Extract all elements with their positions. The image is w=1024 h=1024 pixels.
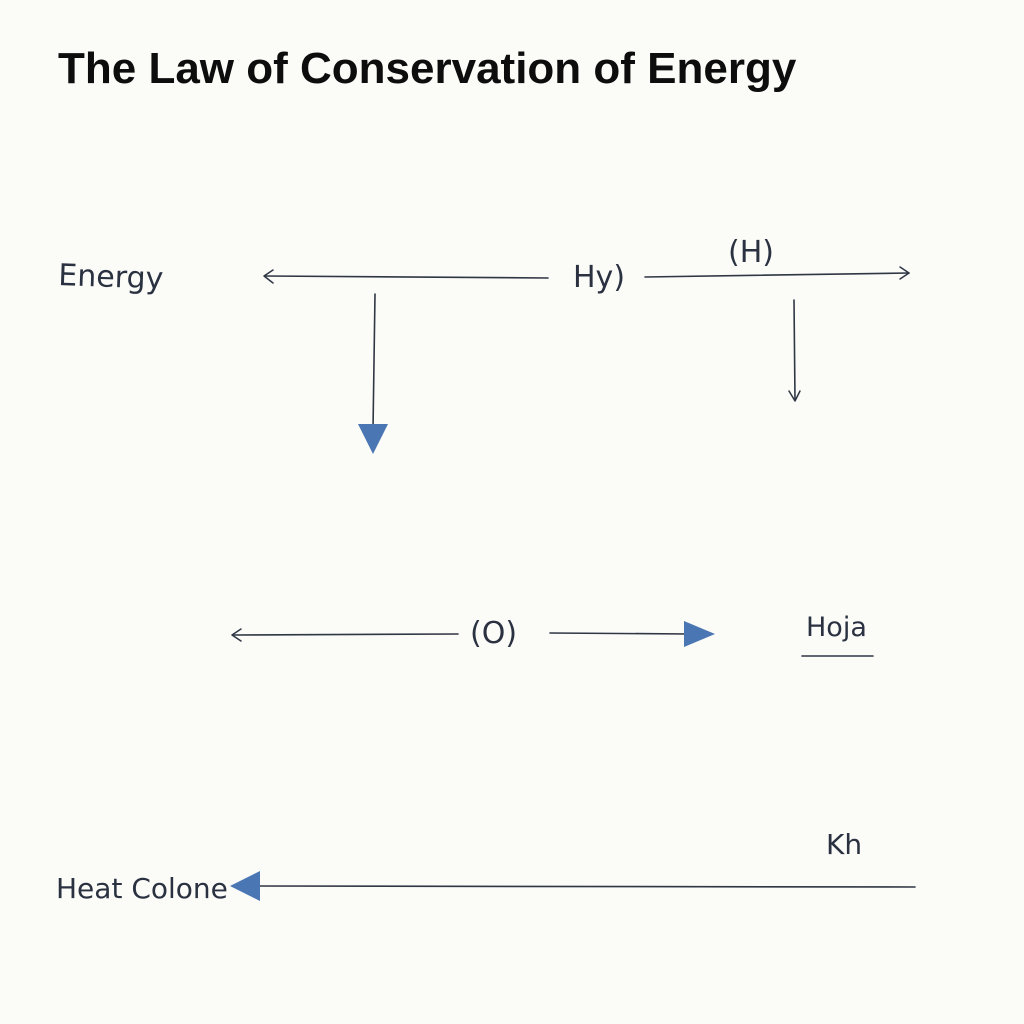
top-left-arrowhead	[263, 269, 274, 284]
label-o: (O)	[470, 616, 517, 651]
top-right-line	[644, 272, 910, 278]
label-hoja: Hoja	[806, 612, 867, 643]
top-right-arrowhead	[899, 266, 910, 280]
middle-left-arrowhead	[231, 628, 242, 642]
right-down-line	[793, 299, 796, 401]
top-left-line	[264, 275, 549, 279]
bottom-arrowhead	[230, 871, 260, 901]
label-h: (H)	[728, 235, 774, 270]
diagram-title: The Law of Conservation of Energy	[58, 44, 797, 93]
middle-right-arrowhead	[684, 621, 715, 647]
bottom-line	[249, 885, 916, 888]
middle-left-line	[232, 633, 459, 636]
left-down-line	[372, 293, 376, 431]
label-hy: Hy)	[573, 260, 625, 295]
label-kh: Kh	[826, 828, 862, 861]
middle-right-line	[549, 632, 691, 635]
label-heat-colone: Heat Colone	[56, 872, 228, 905]
left-down-arrowhead	[358, 424, 388, 454]
label-energy: Energy	[58, 258, 164, 297]
right-down-arrowhead	[788, 390, 801, 402]
